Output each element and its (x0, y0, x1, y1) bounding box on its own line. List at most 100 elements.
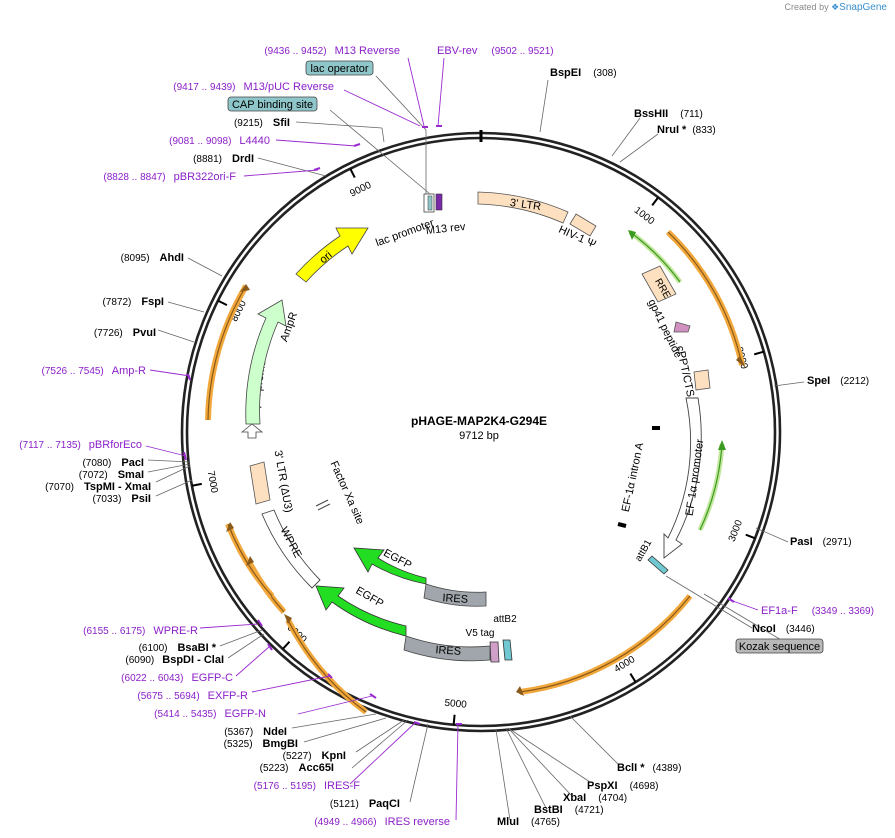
leader-xbai (507, 727, 573, 797)
enzyme-pvui[interactable]: (7726)PvuI (94, 327, 156, 339)
primer-ires-reverse[interactable]: (4949 .. 4966)IRES reverse (314, 816, 450, 828)
enzyme-ndei[interactable]: (5367)NdeI (224, 726, 287, 738)
ires-inner[interactable] (423, 583, 487, 607)
enzyme-sfii[interactable]: (9215)SfiI (234, 117, 290, 129)
enzyme-xmai[interactable]: (7070)TspMI - XmaI (45, 481, 151, 493)
enzyme-drdi[interactable]: (8881)DrdI (193, 153, 254, 165)
primer-name: EF1a-F (761, 605, 798, 617)
snapgene-credit: Created by ❖SnapGene (785, 2, 887, 13)
primer-egfp-n[interactable]: (5414 .. 5435)EGFP-N (154, 708, 266, 720)
kozak-badge[interactable] (735, 638, 824, 654)
mark-pbr (313, 167, 321, 171)
gp41-feature[interactable] (673, 321, 691, 333)
primer-wpre-r[interactable]: (6155 .. 6175)WPRE-R (83, 625, 198, 637)
lac-operator-badge[interactable] (305, 60, 374, 76)
enzyme-pos: (4389) (653, 763, 682, 774)
enzyme-clai[interactable]: (6090)BspDI - ClaI (125, 654, 224, 666)
orange-arrowheads (226, 284, 746, 696)
enzyme-pos: (4704) (598, 793, 627, 804)
attb2-label: attB2 (493, 614, 517, 625)
enzyme-fspi[interactable]: (7872)FspI (102, 296, 164, 308)
enzyme-mlui[interactable]: MluI(4765) (497, 816, 560, 828)
hiv-psi-feature[interactable] (569, 213, 597, 237)
enzyme-pasi[interactable]: PasI(2971) (790, 536, 852, 548)
enzyme-paqci[interactable]: (5121)PaqCI (330, 798, 400, 810)
primer-ebv-rev[interactable]: EBV-rev(9502 .. 9521) (437, 45, 554, 57)
leader-ampr (149, 369, 191, 377)
v5-feature[interactable] (489, 641, 500, 663)
enzyme-name: PasI (790, 536, 813, 548)
mark-egfpc (267, 643, 273, 651)
mark-pbrforeco (183, 451, 187, 461)
primer-name: EGFP-C (191, 672, 233, 684)
attb1-feature[interactable] (647, 555, 669, 575)
primer-m13puc[interactable]: (9417 .. 9439)M13/pUC Reverse (173, 81, 334, 93)
enzyme-xbai[interactable]: XbaI(4704) (563, 792, 627, 804)
cap-binding-badge[interactable] (227, 96, 318, 112)
enzyme-name: SmaI (118, 469, 144, 481)
enzyme-smai[interactable]: (7072)SmaI (79, 469, 144, 481)
wpre-feature[interactable] (261, 509, 321, 589)
enzyme-bsshii[interactable]: BssHII(711) (634, 108, 703, 120)
enzyme-pspxi[interactable]: PspXI(4698) (587, 780, 658, 792)
enzyme-name: PacI (121, 457, 144, 469)
lac-operator-box[interactable] (427, 195, 433, 211)
cppt-feature[interactable] (693, 369, 711, 391)
primer-pos: (9436 .. 9452) (264, 46, 326, 57)
factor-xa-mark-2 (317, 503, 331, 511)
ltr3-feature[interactable] (249, 461, 271, 505)
egfp-outer-arrow[interactable] (315, 585, 407, 637)
enzyme-pos: (9215) (234, 118, 263, 129)
m13rev-box[interactable] (435, 193, 443, 211)
ires-outer[interactable] (403, 635, 491, 662)
enzyme-ncoi[interactable]: NcoI(3446) (752, 623, 815, 635)
enzyme-bstbi[interactable]: BstBI(4721) (534, 804, 604, 816)
primer-pbrforeco[interactable]: (7117 .. 7135)pBRforEco (19, 439, 142, 451)
leader-kpni (355, 719, 405, 753)
primer-l4440[interactable]: (9081 .. 9098)L4440 (169, 135, 270, 147)
primer-exfp-r[interactable]: (5675 .. 5694)EXFP-R (137, 690, 248, 702)
intron-end-mark (617, 522, 627, 528)
arrowhead-6 (240, 284, 250, 292)
attb2-feature[interactable] (502, 639, 513, 661)
enzyme-name: BmgBI (263, 738, 298, 750)
leader-paqci (409, 723, 429, 803)
green-arrowhead-right (718, 440, 726, 450)
enzyme-kpni[interactable]: (5227)KpnI (283, 750, 346, 762)
primer-m13-reverse[interactable]: (9436 .. 9452)M13 Reverse (264, 45, 400, 57)
enzyme-bcli[interactable]: BclI *(4389) (617, 762, 681, 774)
leader-m13-reverse (407, 57, 425, 127)
ltr5-feature[interactable] (477, 191, 569, 224)
primer-egfp-c[interactable]: (6022 .. 6043)EGFP-C (121, 672, 233, 684)
leader-wpre-r (199, 623, 259, 629)
enzyme-ahdi[interactable]: (8095)AhdI (121, 252, 184, 264)
primer-pbr322[interactable]: (8828 .. 8847)pBR322ori-F (103, 171, 236, 183)
primer-ef1a-f[interactable]: EF1a-F(3349 .. 3369) (761, 605, 874, 617)
enzyme-psii[interactable]: (7033)PsiI (93, 493, 151, 505)
rre-feature[interactable] (641, 265, 677, 303)
primer-amp-r[interactable]: (7526 .. 7545)Amp-R (42, 365, 147, 377)
ori-arrow[interactable] (295, 227, 369, 283)
primer-ires-f[interactable]: (5176 .. 5195)IRES-F (254, 780, 361, 792)
leader-m13puc (343, 89, 421, 127)
enzyme-pos: (8095) (121, 253, 150, 264)
enzyme-bmgbi[interactable]: (5325)BmgBI (224, 738, 298, 750)
tick-5000 (452, 714, 456, 725)
enzyme-paci[interactable]: (7080)PacI (82, 457, 144, 469)
enzyme-bsabi[interactable]: (6100)BsaBI * (139, 642, 217, 654)
plasmid-length: 9712 bp (459, 430, 499, 442)
tick-2000 (753, 350, 765, 356)
ef1a-promoter-arrow[interactable] (663, 397, 702, 559)
enzyme-name: BspDI - ClaI (162, 654, 224, 666)
enzyme-name: KpnI (322, 750, 346, 762)
primer-name: EXFP-R (208, 690, 248, 702)
enzyme-spei[interactable]: SpeI(2212) (807, 375, 869, 387)
enzyme-nrui[interactable]: NruI *(833) (657, 124, 716, 136)
enzyme-name: PspXI (587, 780, 618, 792)
enzyme-bspei[interactable]: BspEI(308) (550, 67, 617, 79)
ampr-arrow[interactable] (245, 299, 287, 425)
egfp-inner-arrow[interactable] (353, 547, 427, 585)
enzyme-acc65i[interactable]: (5223)Acc65I (260, 762, 334, 774)
leader-drdi (257, 157, 327, 177)
ampr-promoter-arrow[interactable] (240, 423, 264, 439)
